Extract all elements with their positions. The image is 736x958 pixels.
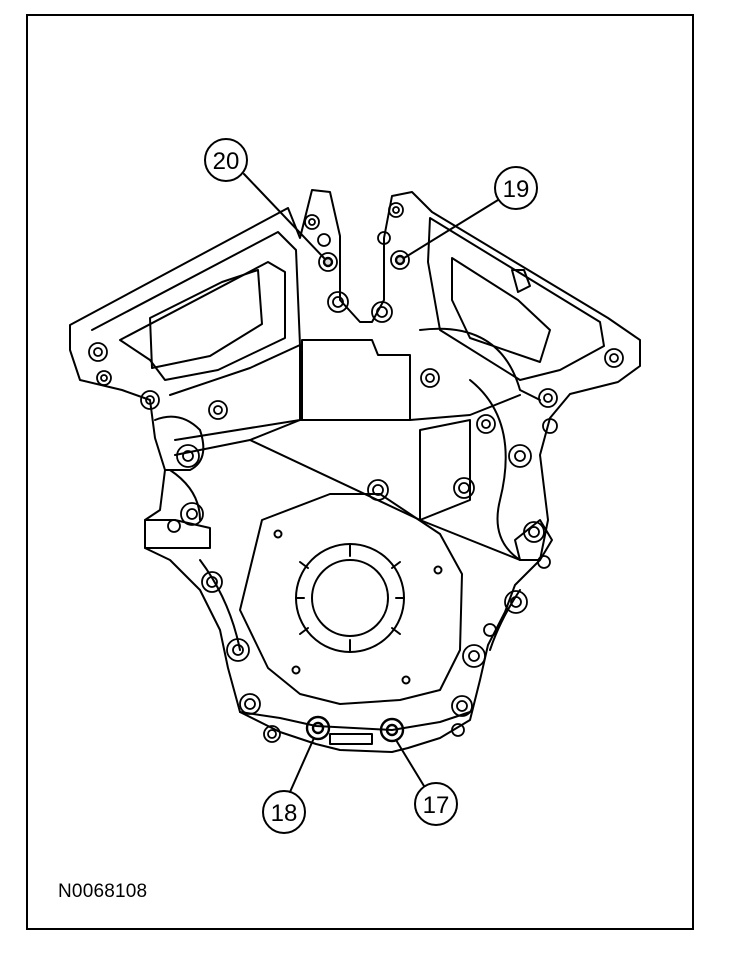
plate-hole [273,529,283,539]
bolt-20 [322,256,334,268]
callout-20-label: 20 [213,148,240,175]
left-boss-upper [154,415,205,471]
left-side-rail [169,469,201,521]
cover-outline [69,189,641,753]
central-right-block [419,419,471,521]
left-upper-web [91,231,301,396]
callout-18-label: 18 [271,800,298,827]
plate-hole [401,675,411,685]
indicated-bolts [305,254,406,743]
figure-id-label: N0068108 [58,881,148,902]
left-pocket [149,269,263,369]
central-rib-left [174,344,301,456]
lower-rail [239,711,471,731]
callout-18: 18 [262,737,315,834]
central-block [301,339,411,421]
right-lower-rail [489,589,521,651]
callout-19: 19 [403,166,538,259]
right-upper-web [427,217,605,381]
seal-tabs [295,543,405,653]
callout-19-label: 19 [503,176,530,203]
right-shoulder [419,327,541,401]
crank-seal-inner [311,559,389,637]
callout-17: 17 [395,739,458,826]
plate-hole [433,565,443,575]
lower-rail-lug [329,733,373,745]
seal-plate [239,493,463,705]
left-boss-lower [144,519,211,549]
right-pocket [451,257,551,363]
bolt-18 [305,715,331,741]
right-boss [514,519,553,561]
figure-frame [26,14,694,930]
callout-20: 20 [204,138,325,259]
mid-rib [174,394,521,441]
right-arc [469,379,521,561]
plate-hole [291,665,301,675]
callout-17-label: 17 [423,792,450,819]
right-lug [511,269,531,293]
bolt-19 [394,254,406,266]
central-diagonal [249,439,521,561]
bolt-17 [379,717,405,743]
